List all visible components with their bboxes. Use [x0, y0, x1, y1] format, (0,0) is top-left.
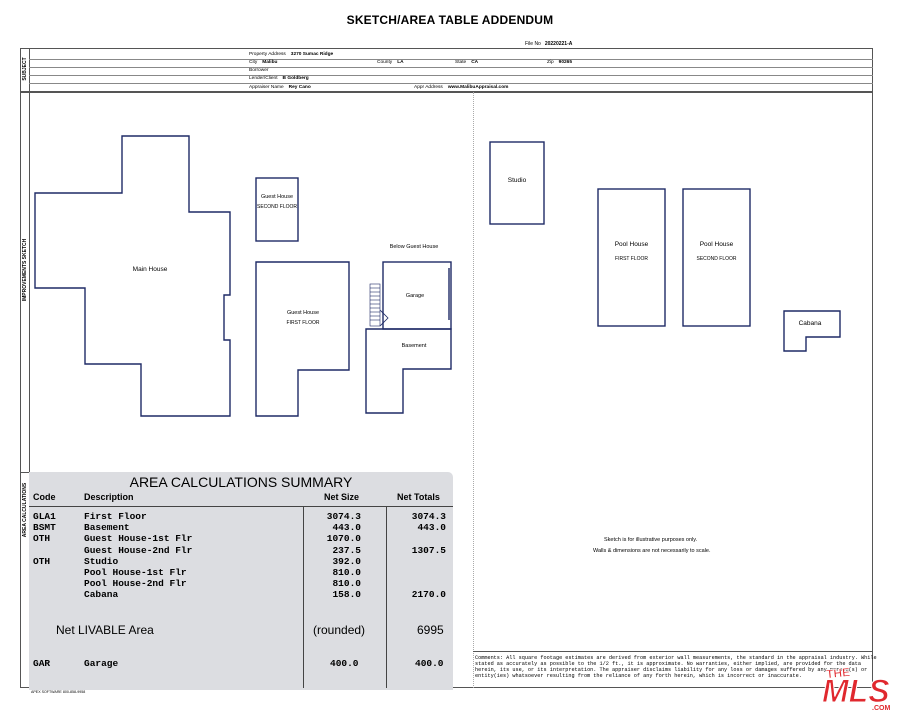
- row-code: OTH: [33, 533, 51, 545]
- row-description: Basement: [84, 522, 130, 534]
- studio-label: Studio: [507, 177, 527, 184]
- row-net-size: 1070.0: [326, 533, 361, 545]
- row-net-size: 810.0: [332, 567, 361, 578]
- subject-row-line: [29, 67, 873, 68]
- row-code: BSMT: [33, 522, 56, 534]
- sketch-note-2: Walls & dimensions are not necessarily t…: [593, 548, 711, 554]
- comments-label: Comments:: [475, 655, 504, 661]
- comments-rule: [473, 651, 873, 652]
- net-livable-rounded: (rounded): [313, 623, 366, 637]
- row-net-size: 237.5: [332, 544, 361, 556]
- subject-strip: SUBJECT: [20, 48, 30, 92]
- svg-text:MLS: MLS: [822, 673, 890, 709]
- summary-column-rule: [386, 506, 387, 688]
- summary-column-rule: [303, 506, 304, 688]
- row-net-total: 2170.0: [411, 589, 446, 601]
- comments-block: Comments: All square footage estimates a…: [475, 655, 880, 679]
- garage-net-size: 400.0: [330, 658, 359, 669]
- sketch-strip: IMPROVEMENTS SKETCH AREA CALCULATIONS: [20, 92, 30, 688]
- pool-house-1-floor: FIRST FLOOR: [615, 256, 648, 262]
- sketch-divider: [473, 92, 475, 688]
- row-code: OTH: [33, 555, 51, 567]
- area-summary-panel: [29, 472, 453, 690]
- pool-house-1-label: Pool House: [614, 241, 649, 248]
- svg-text:THE: THE: [825, 665, 850, 681]
- guest-house-second-floor-outline: [255, 177, 299, 242]
- studio-outline: [489, 141, 545, 225]
- row-net-total: 3074.3: [411, 511, 446, 522]
- stairs-icon: [369, 283, 389, 327]
- garage-net-total: 400.0: [415, 658, 444, 669]
- row-code: GLA1: [33, 511, 56, 522]
- net-livable-value: 6995: [417, 623, 444, 637]
- software-footer: APEX SOFTWARE 800-858-9958: [31, 690, 86, 694]
- pool-house-second-floor-outline: [682, 188, 751, 327]
- strip-divider: [20, 472, 29, 473]
- garage-label: Garage: [405, 293, 425, 299]
- garage-description: Garage: [84, 658, 119, 669]
- main-house-outline: [34, 135, 231, 417]
- area-summary-title: AREA CALCULATIONS SUMMARY: [129, 474, 353, 490]
- basement-label: Basement: [401, 343, 427, 349]
- row-description: Pool House-2nd Flr: [84, 578, 187, 590]
- guest-house-2-label: Guest House: [260, 194, 294, 200]
- row-description: Guest House-2nd Flr: [84, 544, 193, 556]
- pool-house-first-floor-outline: [597, 188, 666, 327]
- svg-text:.COM: .COM: [872, 705, 890, 712]
- cabana-outline: [783, 310, 841, 352]
- row-net-size: 443.0: [332, 522, 361, 534]
- row-net-size: 3074.3: [326, 511, 361, 522]
- row-description: Guest House-1st Flr: [84, 533, 193, 545]
- row-net-total: 1307.5: [411, 544, 446, 556]
- row-description: Studio: [84, 555, 119, 567]
- row-description: Pool House-1st Flr: [84, 567, 187, 578]
- cabana-label: Cabana: [798, 320, 822, 327]
- pool-house-2-floor: SECOND FLOOR: [696, 256, 737, 262]
- net-livable-label: Net LIVABLE Area: [56, 623, 154, 637]
- row-net-size: 392.0: [332, 555, 361, 567]
- header-net-size: Net Size: [324, 492, 360, 502]
- comments-text: All square footage estimates are derived…: [475, 655, 877, 679]
- row-description: Cabana: [84, 589, 119, 601]
- page-title: SKETCH/AREA TABLE ADDENDUM: [346, 13, 554, 27]
- below-guest-house-label: Below Guest House: [389, 244, 439, 250]
- sketch-note-1: Sketch is for illustrative purposes only…: [604, 537, 698, 543]
- guest-house-first-floor-outline: [255, 261, 350, 417]
- mls-logo: THE MLS .COM: [820, 660, 898, 712]
- subject-row-line: [29, 83, 873, 84]
- basement-outline: [365, 328, 452, 414]
- header-description: Description: [84, 492, 134, 502]
- pool-house-2-label: Pool House: [699, 241, 734, 248]
- row-net-total: 443.0: [417, 522, 446, 534]
- row-net-size: 158.0: [332, 589, 361, 601]
- main-house-label: Main House: [132, 266, 168, 273]
- borrower-field: Borrower: [249, 68, 269, 73]
- summary-header-rule: [29, 506, 453, 507]
- guest-house-1-floor: FIRST FLOOR: [286, 320, 320, 326]
- row-net-size: 810.0: [332, 578, 361, 590]
- guest-house-2-floor: SECOND FLOOR: [256, 204, 297, 210]
- header-code: Code: [33, 492, 56, 502]
- row-description: First Floor: [84, 511, 147, 522]
- subject-row-line: [29, 75, 873, 76]
- subject-section: [20, 48, 873, 92]
- mls-logo-icon: THE MLS .COM: [822, 665, 891, 712]
- header-net-totals: Net Totals: [397, 492, 440, 502]
- guest-house-1-label: Guest House: [286, 310, 320, 316]
- subject-row-line: [29, 59, 873, 60]
- garage-code: GAR: [33, 658, 51, 669]
